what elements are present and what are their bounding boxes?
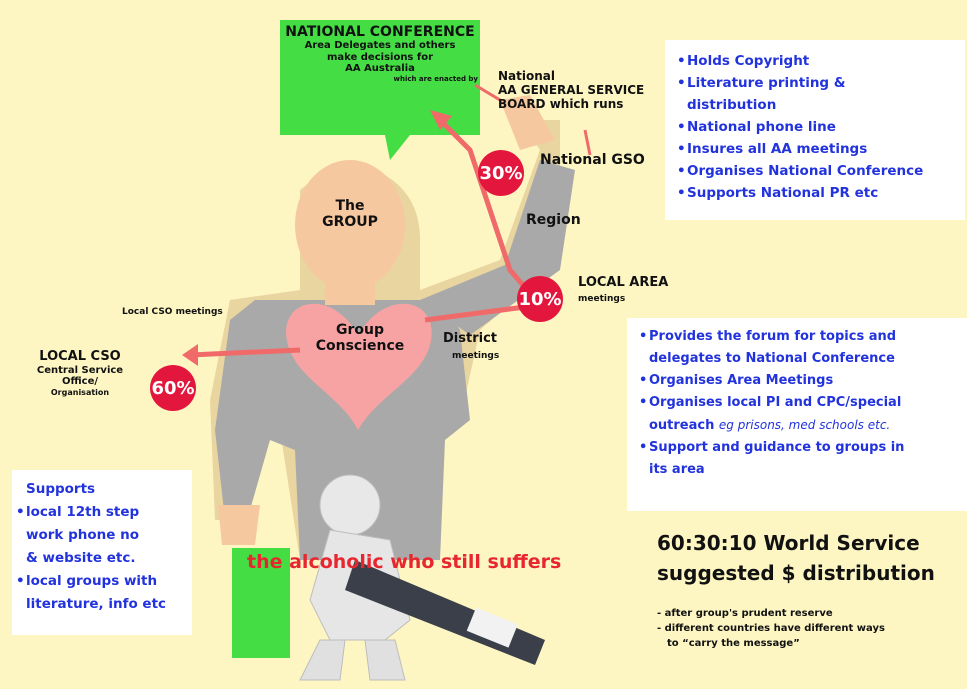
conscience-line1: Group — [335, 322, 384, 338]
local-area-sub: meetings — [578, 294, 626, 304]
gso-item: Literature printing & — [677, 72, 965, 94]
gso-functions-box: Holds Copyright Literature printing & di… — [665, 40, 965, 220]
area-item: delegates to National Conference — [649, 351, 895, 366]
cso-functions-list: Supports local 12th step work phone no &… — [12, 470, 192, 616]
board-line2: AA GENERAL SERVICE — [498, 82, 645, 97]
cso-item: local groups with — [16, 570, 192, 593]
area-item-outreach-examples: eg prisons, med schools etc. — [718, 418, 891, 432]
gso-functions-list: Holds Copyright Literature printing & di… — [665, 40, 965, 204]
group-line1: The — [335, 198, 365, 214]
the-group: The GROUP — [310, 198, 390, 230]
cso-functions-box: Supports local 12th step work phone no &… — [12, 470, 192, 635]
distribution-line2: suggested $ distribution — [657, 561, 935, 585]
area-item: its area — [649, 462, 705, 477]
arrowhead-conference — [430, 110, 452, 130]
arrow-to-gso — [583, 129, 592, 156]
arrowhead-cso — [182, 344, 198, 366]
gso-percent-badge: 30% — [478, 150, 524, 196]
cso-item: local 12th step — [16, 501, 192, 524]
area-item: outreach eg prisons, med schools etc. — [639, 414, 967, 437]
gso-item: National phone line — [677, 116, 965, 138]
distribution-note3: to “carry the message” — [667, 638, 800, 649]
board-line1: National — [498, 69, 555, 83]
local-cso-line3: Organisation — [50, 387, 110, 397]
region-label: Region — [526, 212, 581, 228]
gso-item: Supports National PR etc — [677, 182, 965, 204]
gso-item: distribution — [687, 97, 777, 113]
local-cso-line1: Central Service — [36, 364, 124, 376]
national-conference-line2: make decisions for — [326, 51, 434, 63]
local-cso: LOCAL CSO Central Service Office/ Organi… — [24, 349, 136, 397]
gso-item: Holds Copyright — [677, 50, 965, 72]
area-item: Provides the forum for topics and — [639, 326, 967, 348]
flow-arrows — [189, 83, 592, 358]
sufferer-figure — [299, 474, 545, 681]
conscience-heart — [286, 303, 432, 430]
board-line3: BOARD which runs — [498, 96, 624, 111]
cso-item: & website etc. — [26, 550, 136, 566]
area-functions-box: Provides the forum for topics and delega… — [627, 318, 967, 511]
group-line2: GROUP — [322, 214, 378, 231]
figure-skin — [218, 95, 555, 545]
general-service-board: National AA GENERAL SERVICE BOARD which … — [498, 69, 645, 111]
conscience-line2: Conscience — [315, 338, 405, 355]
cso-item: work phone no — [26, 527, 139, 543]
national-conference: NATIONAL CONFERENCE Area Delegates and o… — [282, 24, 478, 83]
group-conscience: Group Conscience — [300, 322, 420, 354]
cso-item: Supports — [26, 481, 96, 497]
district-sub: meetings — [452, 351, 500, 361]
area-item: Organises Area Meetings — [639, 370, 967, 392]
distribution-note2: - different countries have different way… — [657, 623, 885, 634]
national-conference-title: NATIONAL CONFERENCE — [285, 24, 475, 40]
local-area-percent-badge: 10% — [517, 276, 563, 322]
distribution-line1: 60:30:10 World Service — [657, 531, 920, 555]
local-cso-percent-badge: 60% — [150, 365, 196, 411]
distribution-heading: 60:30:10 World Service suggested $ distr… — [657, 528, 935, 588]
literature-book — [232, 548, 290, 658]
local-cso-line2: Office/ — [61, 376, 98, 388]
national-conference-line3: AA Australia — [345, 63, 415, 75]
conference-speech-bubble — [280, 20, 480, 160]
cso-meetings-label: Local CSO meetings — [122, 307, 223, 317]
area-item: Support and guidance to groups in — [639, 437, 967, 459]
area-item-outreach: outreach — [649, 418, 715, 433]
area-item: Organises local PI and CPC/special — [639, 392, 967, 414]
distribution-note1: - after group's prudent reserve — [657, 608, 833, 619]
district-label: District — [443, 331, 497, 346]
distribution-notes: - after group's prudent reserve - differ… — [657, 606, 885, 651]
arrow-to-board — [474, 83, 501, 102]
national-conference-note: which are enacted by — [393, 74, 479, 83]
cso-item: literature, info etc — [26, 596, 167, 612]
gso-item: Organises National Conference — [677, 160, 965, 182]
bottle-label — [466, 607, 518, 648]
sufferer-caption: the alcoholic who still suffers — [247, 551, 562, 573]
area-functions-list: Provides the forum for topics and delega… — [627, 318, 967, 481]
arrow-to-conference — [424, 116, 545, 323]
national-conference-line1: Area Delegates and others — [304, 40, 456, 52]
arrow-to-cso — [189, 347, 301, 358]
local-area-label: LOCAL AREA — [578, 275, 669, 290]
gso-label: National GSO — [540, 152, 645, 168]
local-cso-title: LOCAL CSO — [39, 349, 121, 364]
gso-item: Insures all AA meetings — [677, 138, 965, 160]
